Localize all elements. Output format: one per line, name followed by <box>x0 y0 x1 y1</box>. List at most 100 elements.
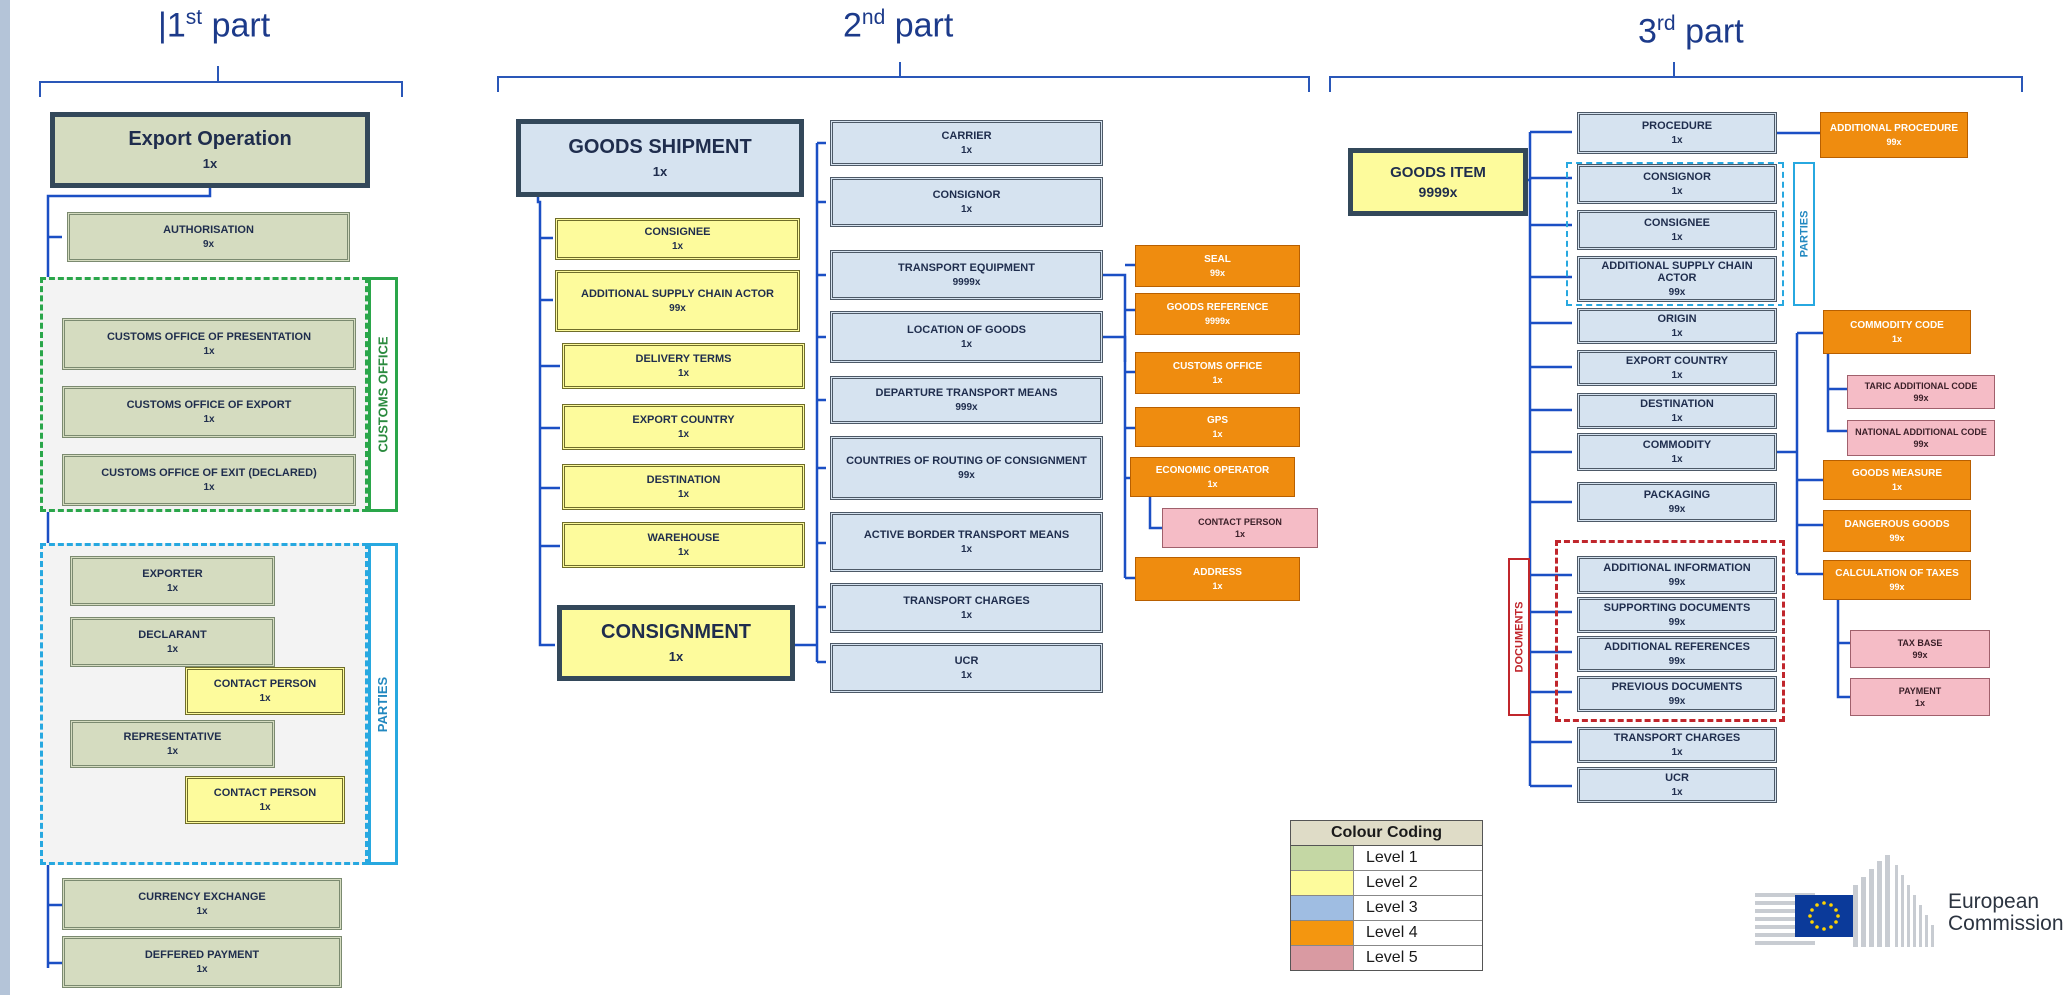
node-multiplicity: 1x <box>960 203 973 215</box>
exporter-node[interactable]: EXPORTER 1x <box>70 556 275 606</box>
node-label: NATIONAL ADDITIONAL CODE <box>1855 426 1987 437</box>
legend-row: Level 1 <box>1291 846 1482 871</box>
node-label: COMMODITY CODE <box>1850 320 1944 332</box>
node-multiplicity: 1x <box>1891 333 1902 344</box>
legend-label: Level 5 <box>1366 949 1418 966</box>
node-label: SEAL <box>1204 254 1231 266</box>
consignment-node[interactable]: CONSIGNMENT 1x <box>557 605 795 681</box>
customs-office-of-exit-node[interactable]: CUSTOMS OFFICE OF EXIT (DECLARED)1x <box>62 454 356 506</box>
node-multiplicity: 1x <box>1671 369 1683 381</box>
node-multiplicity: 99x <box>1913 393 1929 403</box>
node-label: DEFFERED PAYMENT <box>144 948 260 961</box>
node-multiplicity: 1x <box>1914 698 1925 708</box>
node-multiplicity: 99x <box>1889 532 1905 543</box>
node-multiplicity: 1x <box>668 649 684 665</box>
node-label: CONSIGNMENT <box>601 621 751 644</box>
node-label: EXPORTER <box>142 567 203 580</box>
legend-swatch <box>1291 846 1354 870</box>
parties-group-label: PARTIES <box>368 543 398 865</box>
node-multiplicity: 99x <box>1668 286 1686 298</box>
node-multiplicity: 9999x <box>952 276 981 288</box>
node-multiplicity: 1x <box>203 481 215 493</box>
legend-swatch <box>1291 921 1354 945</box>
node-multiplicity: 1x <box>1671 786 1683 798</box>
node-label: GOODS SHIPMENT <box>568 136 752 159</box>
ucr-node-part3[interactable]: UCR 1x <box>1577 767 1777 803</box>
node-label: EXPORT COUNTRY <box>632 413 735 426</box>
node-multiplicity: 1x <box>166 582 179 594</box>
legend-row: Level 2 <box>1291 871 1482 896</box>
node-label: GOODS REFERENCE <box>1166 302 1269 314</box>
node-multiplicity: 99x <box>1913 439 1929 449</box>
node-label: ADDITIONAL SUPPLY CHAIN ACTOR <box>1601 259 1753 285</box>
node-label: PROCEDURE <box>1641 119 1713 132</box>
node-multiplicity: 1x <box>960 669 973 681</box>
legend-swatch <box>1291 871 1354 895</box>
node-label: PREVIOUS DOCUMENTS <box>1611 680 1743 693</box>
node-label: WAREHOUSE <box>647 531 720 544</box>
eu-flag-icon <box>1795 895 1853 937</box>
national-additional-code-node[interactable]: NATIONAL ADDITIONAL CODE 99x <box>1847 420 1995 456</box>
node-label: LOCATION OF GOODS <box>907 323 1026 336</box>
node-label: DESTINATION <box>646 473 721 486</box>
node-label: REPRESENTATIVE <box>123 730 222 743</box>
node-label: UCR <box>1665 771 1689 784</box>
